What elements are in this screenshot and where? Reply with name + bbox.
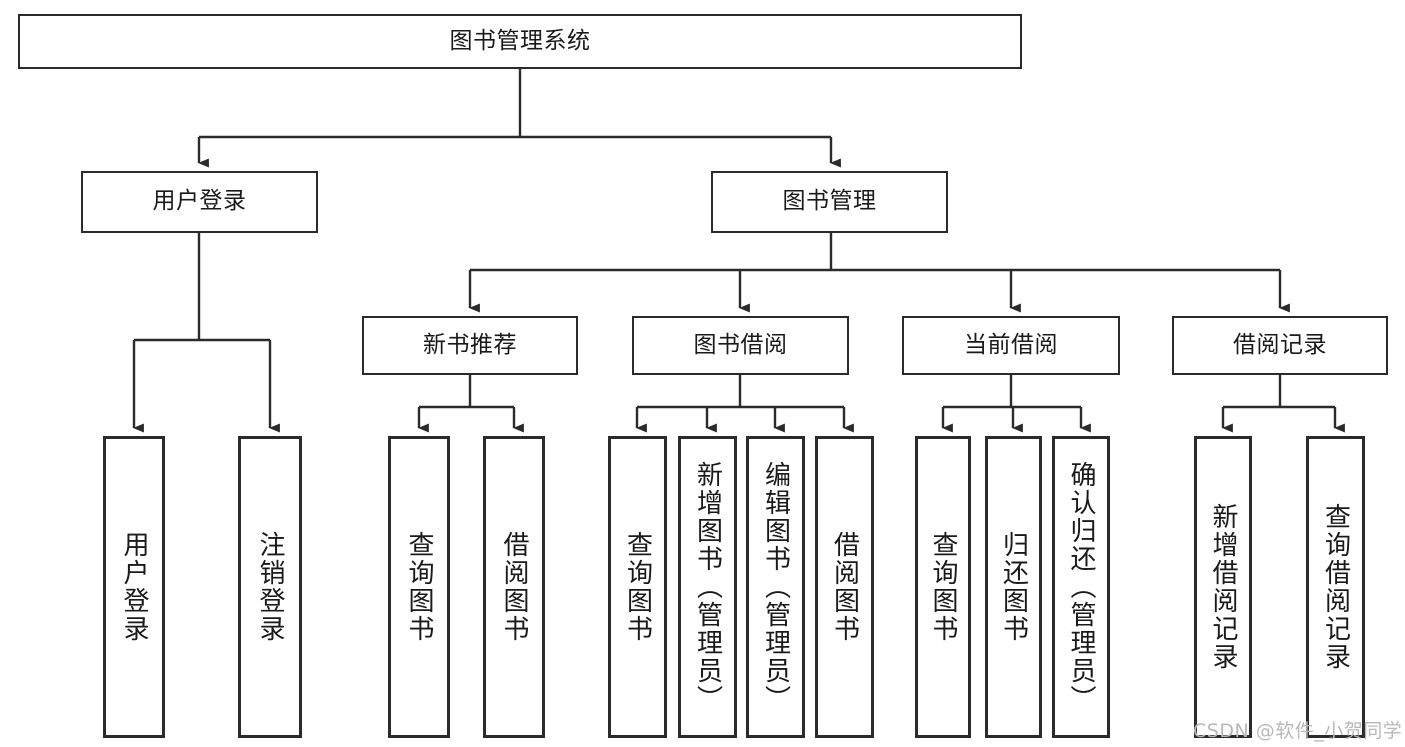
node-leaf-query-book-1[interactable]: 查询图书 <box>388 436 450 738</box>
node-borrow-record-label: 借阅记录 <box>1233 331 1327 358</box>
node-leaf-edit-book-label: 编辑图书（管理员） <box>760 461 791 713</box>
node-leaf-logout[interactable]: 注销登录 <box>238 436 302 738</box>
node-leaf-return-book[interactable]: 归还图书 <box>985 436 1042 738</box>
node-leaf-borrow-book-1[interactable]: 借阅图书 <box>483 436 545 738</box>
node-leaf-logout-label: 注销登录 <box>255 531 285 643</box>
node-book-manage[interactable]: 图书管理 <box>711 171 948 233</box>
csdn-watermark: CSDN @软件_小贺同学 <box>1193 720 1403 742</box>
node-leaf-query-book-2[interactable]: 查询图书 <box>608 436 667 738</box>
node-leaf-query-book-2-label: 查询图书 <box>622 531 653 643</box>
node-user-login-label: 用户登录 <box>152 188 247 215</box>
node-new-book-recommend-label: 新书推荐 <box>423 331 517 358</box>
node-leaf-add-book[interactable]: 新增图书（管理员） <box>678 436 737 738</box>
node-book-borrow-label: 图书借阅 <box>693 331 788 358</box>
node-leaf-user-login[interactable]: 用户登录 <box>103 436 165 738</box>
node-root[interactable]: 图书管理系统 <box>18 14 1022 69</box>
node-current-borrow-label: 当前借阅 <box>964 331 1058 358</box>
node-leaf-edit-book[interactable]: 编辑图书（管理员） <box>746 436 805 738</box>
node-new-book-recommend[interactable]: 新书推荐 <box>362 316 578 375</box>
node-leaf-borrow-book-1-label: 借阅图书 <box>499 531 529 643</box>
node-leaf-query-record[interactable]: 查询借阅记录 <box>1306 436 1365 738</box>
node-leaf-confirm-return[interactable]: 确认归还（管理员） <box>1052 436 1110 738</box>
node-leaf-borrow-book-2-label: 借阅图书 <box>829 531 860 643</box>
node-book-manage-label: 图书管理 <box>782 188 877 215</box>
node-current-borrow[interactable]: 当前借阅 <box>902 316 1120 375</box>
node-leaf-add-record-label: 新增借阅记录 <box>1208 503 1238 671</box>
node-leaf-query-book-1-label: 查询图书 <box>404 531 434 643</box>
node-leaf-query-book-3-label: 查询图书 <box>928 531 958 643</box>
node-leaf-return-book-label: 归还图书 <box>998 531 1029 643</box>
node-leaf-add-record[interactable]: 新增借阅记录 <box>1194 436 1252 738</box>
node-book-borrow[interactable]: 图书借阅 <box>632 316 849 375</box>
node-root-label: 图书管理系统 <box>449 27 591 54</box>
node-borrow-record[interactable]: 借阅记录 <box>1172 316 1388 375</box>
node-leaf-borrow-book-2[interactable]: 借阅图书 <box>815 436 874 738</box>
node-leaf-query-book-3[interactable]: 查询图书 <box>915 436 971 738</box>
node-leaf-user-login-label: 用户登录 <box>119 531 149 643</box>
node-leaf-query-record-label: 查询借阅记录 <box>1320 503 1351 671</box>
node-user-login[interactable]: 用户登录 <box>81 171 318 233</box>
node-leaf-add-book-label: 新增图书（管理员） <box>692 461 723 713</box>
node-leaf-confirm-return-label: 确认归还（管理员） <box>1066 461 1096 713</box>
